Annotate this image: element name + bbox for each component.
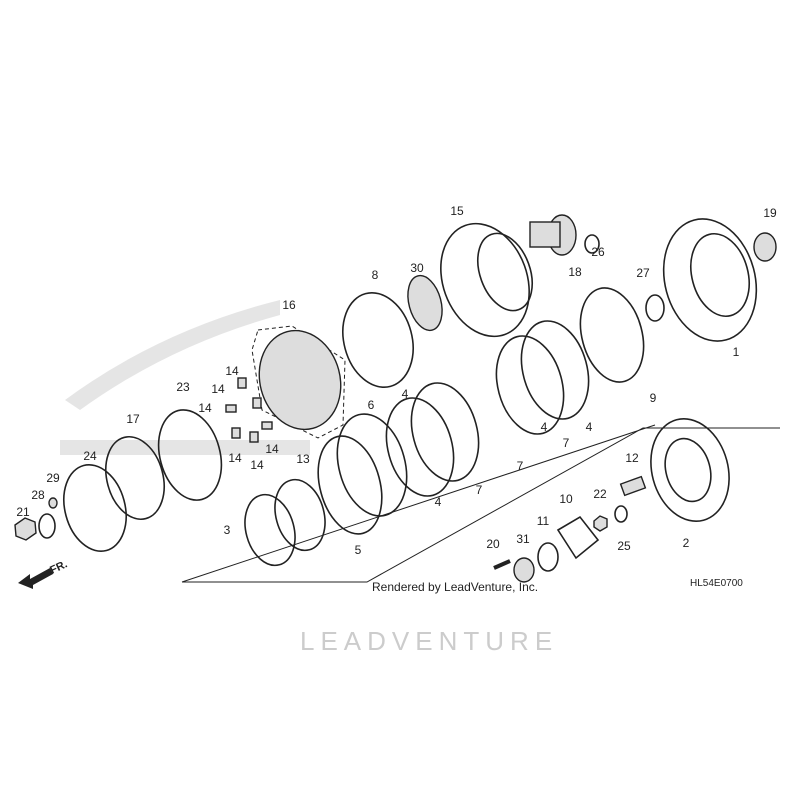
callout-23: 23 xyxy=(176,380,190,394)
callout-10: 10 xyxy=(559,492,573,506)
washer-27 xyxy=(645,294,665,322)
front-arrow-label: FR. xyxy=(48,558,69,576)
shoe-springs-14 xyxy=(225,377,273,443)
callout-24: 24 xyxy=(83,449,97,463)
callout-4: 4 xyxy=(435,495,442,509)
callout-27: 27 xyxy=(636,266,650,280)
callout-4: 4 xyxy=(541,420,548,434)
bolt-20 xyxy=(493,559,511,570)
callout-26: 26 xyxy=(591,245,605,259)
wing-logo-watermark xyxy=(60,300,310,455)
callout-28: 28 xyxy=(31,488,45,502)
nut-21 xyxy=(14,517,37,541)
callout-20: 20 xyxy=(486,537,500,551)
nut-29 xyxy=(48,497,58,509)
callout-16: 16 xyxy=(282,298,296,312)
callout-14: 14 xyxy=(265,442,279,456)
callout-2: 2 xyxy=(683,536,690,550)
callout-14: 14 xyxy=(211,382,225,396)
washer-28 xyxy=(38,513,56,539)
plate-23 xyxy=(157,409,223,501)
credit-text: Rendered by LeadVenture, Inc. xyxy=(372,580,539,594)
callout-14: 14 xyxy=(228,451,242,465)
spring-12 xyxy=(619,475,647,497)
callout-17: 17 xyxy=(126,412,140,426)
collar-19 xyxy=(753,232,777,262)
callout-12: 12 xyxy=(625,451,639,465)
callout-8: 8 xyxy=(372,268,379,282)
clutch-plates xyxy=(317,320,590,535)
callout-31: 31 xyxy=(516,532,530,546)
ring-3 xyxy=(244,493,296,567)
callout-11: 11 xyxy=(537,514,550,528)
callout-19: 19 xyxy=(763,206,777,220)
centrifugal-clutch-16 xyxy=(251,325,346,439)
clutch-outer-15 xyxy=(440,222,533,338)
callout-15: 15 xyxy=(450,204,464,218)
callout-9: 9 xyxy=(650,391,657,405)
callout-7: 7 xyxy=(517,459,524,473)
callout-13: 13 xyxy=(296,452,310,466)
washer-25 xyxy=(614,505,628,523)
callout-30: 30 xyxy=(410,261,424,275)
callout-29: 29 xyxy=(46,471,60,485)
bearing-11 xyxy=(537,542,559,572)
front-arrow: FR. xyxy=(18,558,69,589)
callout-22: 22 xyxy=(593,487,607,501)
front-arrow-icon xyxy=(18,568,53,589)
watermark-text: LEADVENTURE xyxy=(300,626,558,656)
callout-7: 7 xyxy=(476,483,483,497)
callout-1: 1 xyxy=(733,345,740,359)
group-bracket xyxy=(182,427,780,583)
ring-13 xyxy=(274,478,326,552)
callout-4: 4 xyxy=(586,420,593,434)
bearing-31 xyxy=(513,557,535,583)
callout-14: 14 xyxy=(250,458,264,472)
callout-5: 5 xyxy=(355,543,362,557)
clutch-housing-1 xyxy=(662,218,758,342)
pressure-plate-9 xyxy=(579,287,645,383)
callout-25: 25 xyxy=(617,539,631,553)
drive-gear-2 xyxy=(650,418,730,522)
plate-24 xyxy=(63,463,127,553)
gear-18 xyxy=(529,214,577,256)
washer-26 xyxy=(584,234,600,254)
diagram-code: HL54E0700 xyxy=(690,578,743,589)
callout-6: 6 xyxy=(368,398,375,412)
ring-17 xyxy=(105,435,165,521)
callout-21: 21 xyxy=(16,505,30,519)
nut-22 xyxy=(593,515,608,532)
callout-3: 3 xyxy=(224,523,231,537)
callout-7: 7 xyxy=(563,436,570,450)
callout-14: 14 xyxy=(198,401,212,415)
callout-4: 4 xyxy=(402,387,409,401)
plate-10 xyxy=(556,515,600,560)
callout-18: 18 xyxy=(568,265,582,279)
callout-labels: 1518261927130816947474746513323172429282… xyxy=(16,204,777,557)
group-bracket-diagonal xyxy=(181,424,656,583)
drive-plate-8 xyxy=(342,292,414,388)
callout-14: 14 xyxy=(225,364,239,378)
one-way-clutch-30 xyxy=(407,274,443,332)
